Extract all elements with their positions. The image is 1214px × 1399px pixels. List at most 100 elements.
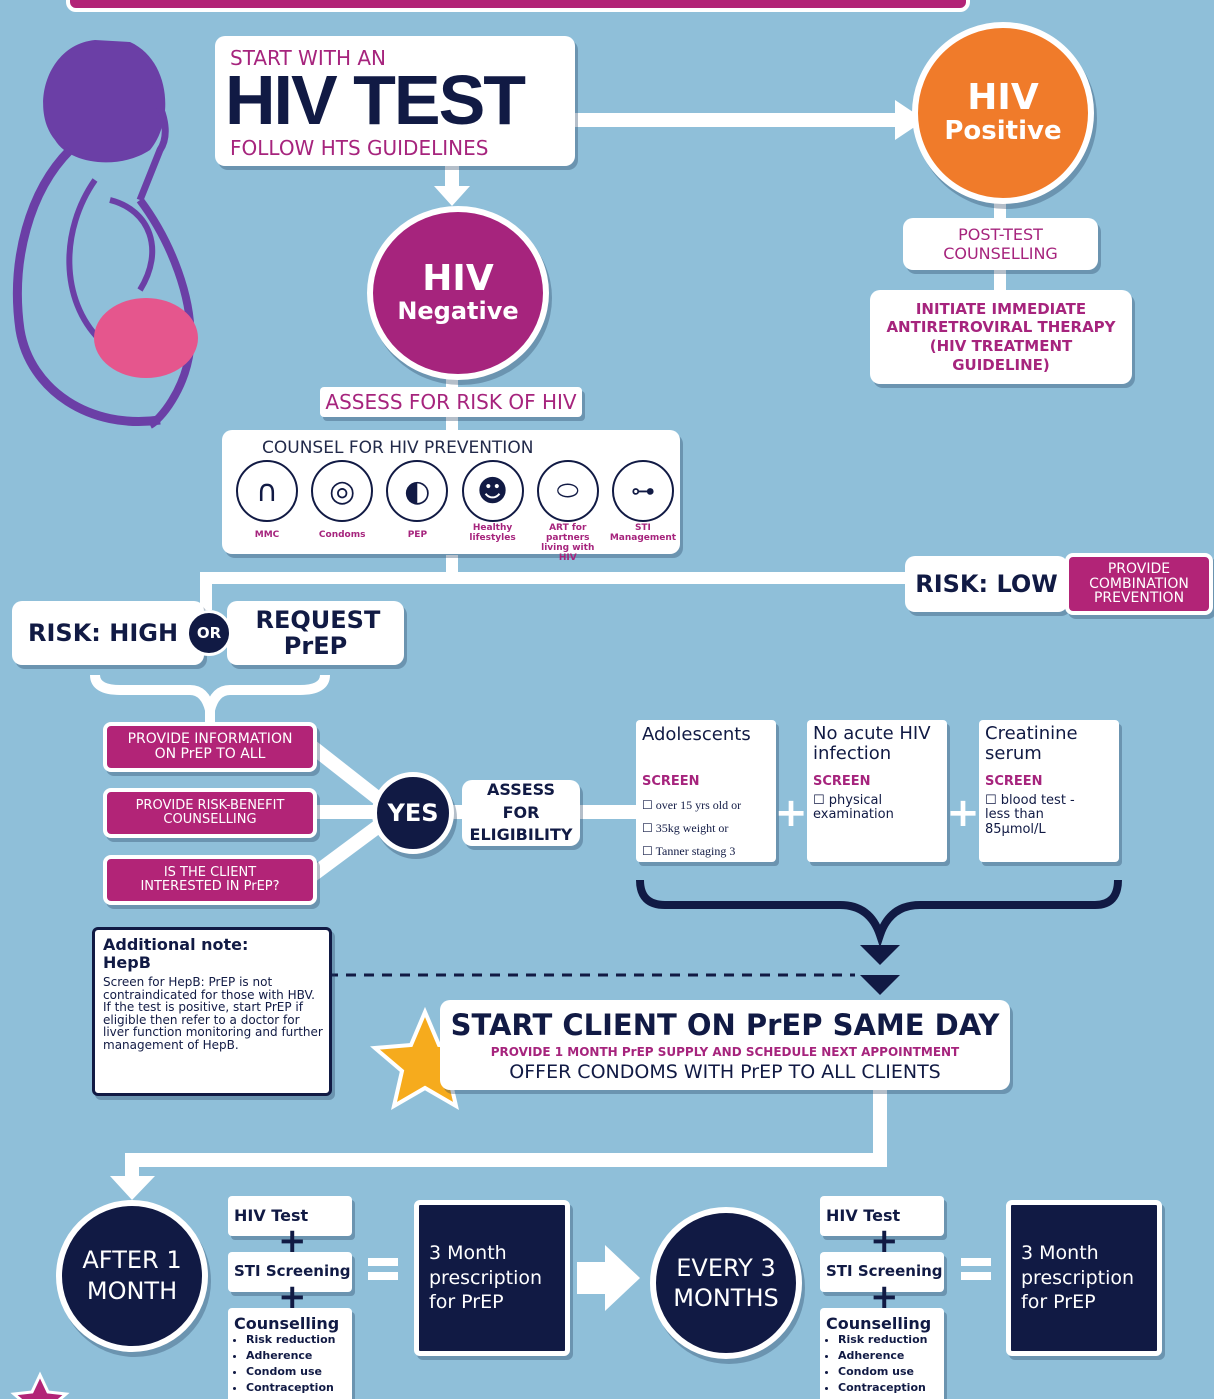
positive-label: Positive: [944, 116, 1062, 146]
creatinine-checklist: ☐ blood test - less than 85µmol/L: [985, 793, 1100, 837]
prevention-label: PEP: [407, 530, 428, 540]
syringe-icon: ⊶: [611, 460, 674, 522]
adolescents-checklist: ☐ over 15 yrs old or ☐ 35kg weight or ☐ …: [642, 794, 741, 863]
checklist-item-label: 35kg weight or: [655, 821, 729, 835]
negative-label: Negative: [397, 297, 519, 325]
assess-risk-label: ASSESS FOR RISK OF HIV: [325, 390, 577, 414]
counselling-list-item: Risk reduction: [246, 1332, 335, 1348]
hiv-positive-circle: HIV Positive: [912, 22, 1094, 204]
sti-screening-label: STI Screening: [826, 1262, 943, 1280]
checkbox-icon: ☐: [642, 844, 653, 858]
prevention-label: STI Management: [609, 523, 677, 543]
counselling-label: Counselling: [826, 1314, 932, 1333]
risk-low-box: RISK: LOW: [905, 556, 1068, 612]
screen-label: SCREEN: [985, 774, 1043, 789]
checkbox-icon: ☐: [813, 793, 825, 808]
hiv-test-item: HIV Test: [228, 1196, 352, 1236]
counselling-list-item: Contraception: [838, 1380, 927, 1396]
acute-hiv-card: No acute HIV infection SCREEN ☐ physical…: [807, 720, 947, 862]
request-prep-label: REQUEST PrEP: [255, 605, 381, 660]
equals-icon: [961, 1258, 991, 1280]
prescription-label: 3 Month prescription for PrEP: [1021, 1242, 1135, 1314]
screen-label: SCREEN: [813, 774, 871, 789]
screen-label: SCREEN: [642, 774, 700, 789]
plus-icon: +: [946, 790, 980, 836]
smiley-icon: ☻: [461, 460, 524, 522]
pill-icon: ◐: [386, 460, 449, 522]
after-month-circle: AFTER 1 MONTH: [56, 1200, 208, 1352]
adolescents-title: Adolescents: [642, 724, 751, 745]
checkbox-icon: ☐: [642, 821, 653, 835]
or-label: OR: [196, 624, 222, 642]
checklist-item-label: physical examination: [813, 793, 894, 823]
eligibility-box: ASSESS FOR ELIGIBILITY: [462, 780, 580, 846]
acute-hiv-title: No acute HIV infection: [813, 723, 931, 764]
plus-icon: +: [774, 790, 808, 836]
checklist-item: ☐ physical examination: [813, 793, 933, 823]
counselling-list-item: Risk reduction: [838, 1332, 927, 1348]
mmc-icon: ∩: [236, 460, 298, 522]
hepb-note-title: Additional note: HepB: [103, 935, 249, 972]
start-client-box: START CLIENT ON PrEP SAME DAY PROVIDE 1 …: [440, 1000, 1010, 1090]
pregnant-woman-illustration: [13, 40, 198, 429]
prevention-title: COUNSEL FOR HIV PREVENTION: [262, 438, 534, 458]
assess-risk-box: ASSESS FOR RISK OF HIV: [320, 387, 582, 417]
hiv-negative-circle: HIV Negative: [367, 206, 549, 380]
hiv-test-label: HIV Test: [234, 1206, 309, 1225]
step-interest-box: IS THE CLIENT INTERESTED IN PrEP?: [103, 855, 317, 905]
step-counselling-label: PROVIDE RISK-BENEFIT COUNSELLING: [135, 798, 285, 827]
prevention-item: ◐ PEP: [380, 460, 454, 564]
hiv-test-label: HIV Test: [826, 1206, 901, 1225]
prescription-box: 3 Month prescription for PrEP: [414, 1200, 570, 1356]
request-prep-box: REQUEST PrEP: [227, 601, 404, 665]
prevention-item: ☻ Healthy lifestyles: [456, 460, 530, 564]
checklist-item: ☐ Tanner staging 3: [642, 840, 741, 863]
counselling-list-item: Condom use: [246, 1364, 335, 1380]
yes-label: YES: [387, 799, 439, 827]
hiv-test-item: HIV Test: [820, 1196, 944, 1236]
creatinine-title: Creatinine serum: [985, 723, 1078, 764]
top-banner: [66, 0, 970, 12]
counselling-list: Risk reduction Adherence Condom use Cont…: [820, 1332, 927, 1396]
capsule-icon: ⬭: [536, 460, 599, 522]
risk-high-box: RISK: HIGH: [12, 601, 204, 665]
risk-high-label: RISK: HIGH: [28, 619, 179, 647]
step-interest-label: IS THE CLIENT INTERESTED IN PrEP?: [140, 865, 280, 894]
creatinine-card: Creatinine serum SCREEN ☐ blood test - l…: [979, 720, 1119, 862]
every-three-months-label: EVERY 3 MONTHS: [673, 1254, 779, 1312]
negative-hiv-label: HIV: [422, 258, 494, 299]
counselling-item: Counselling Risk reduction Adherence Con…: [820, 1308, 944, 1399]
follow-guidelines-label: FOLLOW HTS GUIDELINES: [230, 136, 489, 160]
every-three-months-circle: EVERY 3 MONTHS: [650, 1207, 802, 1359]
risk-low-label: RISK: LOW: [915, 570, 1058, 598]
condom-icon: ◎: [311, 460, 374, 522]
step-info-box: PROVIDE INFORMATION ON PrEP TO ALL: [103, 722, 317, 772]
post-test-label: POST-TEST COUNSELLING: [943, 224, 1058, 263]
prevention-item: ∩ MMC: [230, 460, 304, 564]
hepb-note-body: Screen for HepB: PrEP is not contraindic…: [103, 975, 323, 1052]
prevention-label: Condoms: [318, 530, 366, 540]
sti-screening-item: STI Screening: [228, 1252, 352, 1292]
sti-screening-item: STI Screening: [820, 1252, 944, 1292]
post-test-counselling-box: POST-TEST COUNSELLING: [903, 218, 1098, 270]
start-client-sub1: PROVIDE 1 MONTH PrEP SUPPLY AND SCHEDULE…: [490, 1045, 960, 1059]
acute-hiv-checklist: ☐ physical examination: [813, 793, 933, 823]
checkbox-icon: ☐: [985, 793, 997, 808]
after-month-label: AFTER 1 MONTH: [82, 1245, 182, 1305]
counselling-list-item: Condom use: [838, 1364, 927, 1380]
checklist-item-label: over 15 yrs old or: [655, 798, 742, 812]
counselling-label: Counselling: [234, 1314, 340, 1333]
right-arrow-icon: [577, 1245, 640, 1311]
prevention-label: MMC: [254, 530, 280, 540]
initiate-art-label: INITIATE IMMEDIATE ANTIRETROVIRAL THERAP…: [886, 299, 1116, 374]
hiv-test-box: START WITH AN HIV TEST FOLLOW HTS GUIDEL…: [215, 36, 575, 166]
prevention-item: ⊶ STI Management: [606, 460, 680, 564]
yes-circle: YES: [372, 772, 454, 854]
counselling-list-item: Contraception: [246, 1380, 335, 1396]
adolescents-card: Adolescents SCREEN ☐ over 15 yrs old or …: [636, 720, 776, 862]
positive-hiv-label: HIV: [967, 77, 1039, 118]
prevention-box: COUNSEL FOR HIV PREVENTION ∩ MMC ◎ Condo…: [222, 430, 680, 563]
start-client-sub2: OFFER CONDOMS WITH PrEP TO ALL CLIENTS: [509, 1061, 941, 1083]
equals-icon: [368, 1258, 398, 1280]
